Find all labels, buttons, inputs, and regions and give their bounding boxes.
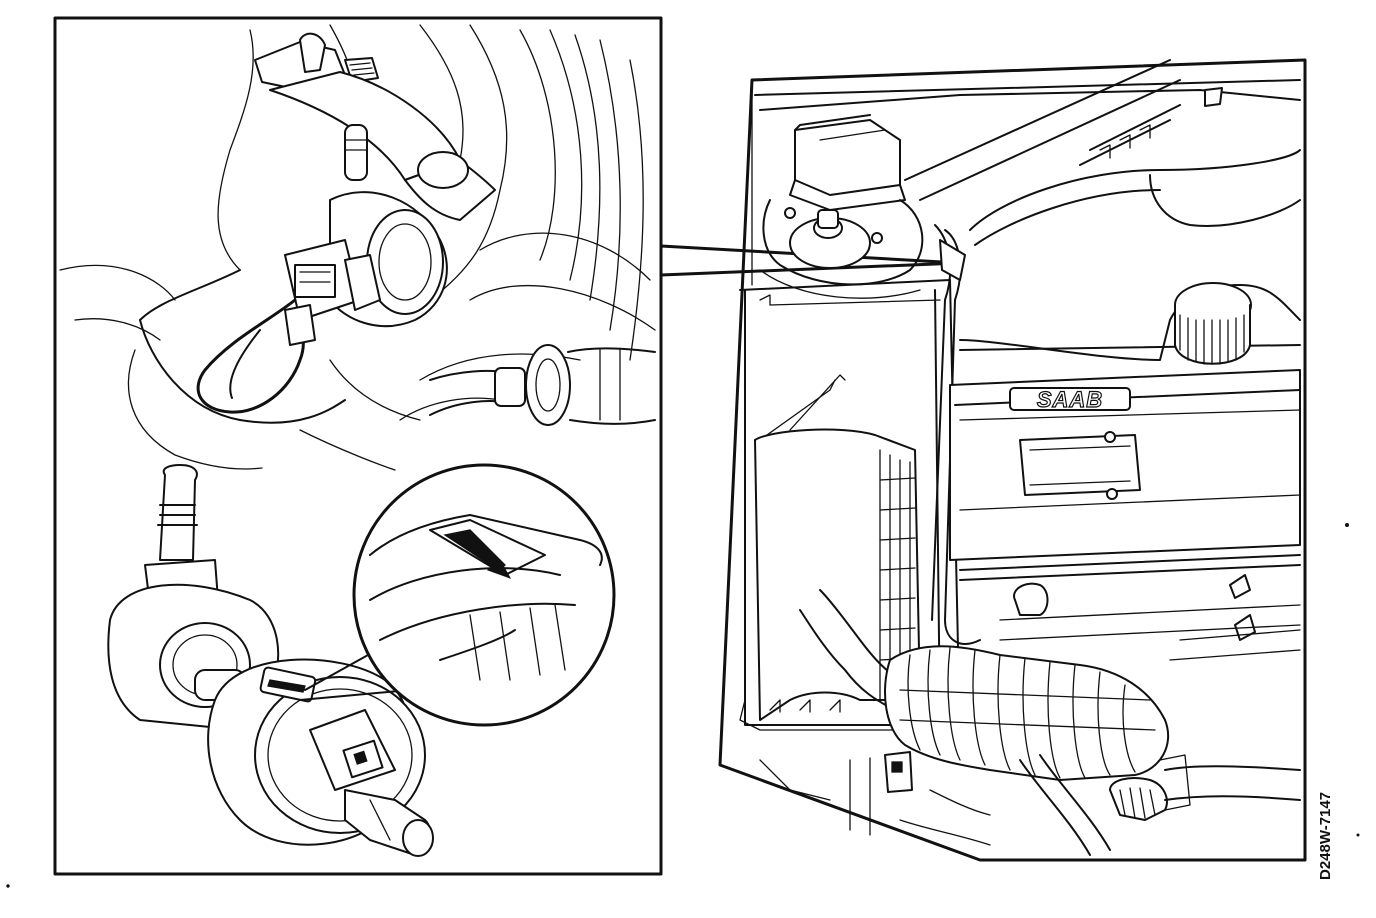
speck bbox=[6, 884, 10, 888]
detail-inset bbox=[53, 16, 962, 876]
brand-label: SAAB bbox=[1037, 387, 1103, 412]
valve-detail-view bbox=[107, 463, 616, 857]
installed-valve-view bbox=[59, 24, 656, 471]
speck bbox=[1356, 833, 1360, 837]
speck bbox=[1345, 523, 1349, 527]
engine-bay-view: SAAB bbox=[718, 58, 1307, 862]
drawing-code-label: D248W-7147 bbox=[1317, 792, 1334, 880]
detail-inset-frame bbox=[53, 16, 663, 876]
